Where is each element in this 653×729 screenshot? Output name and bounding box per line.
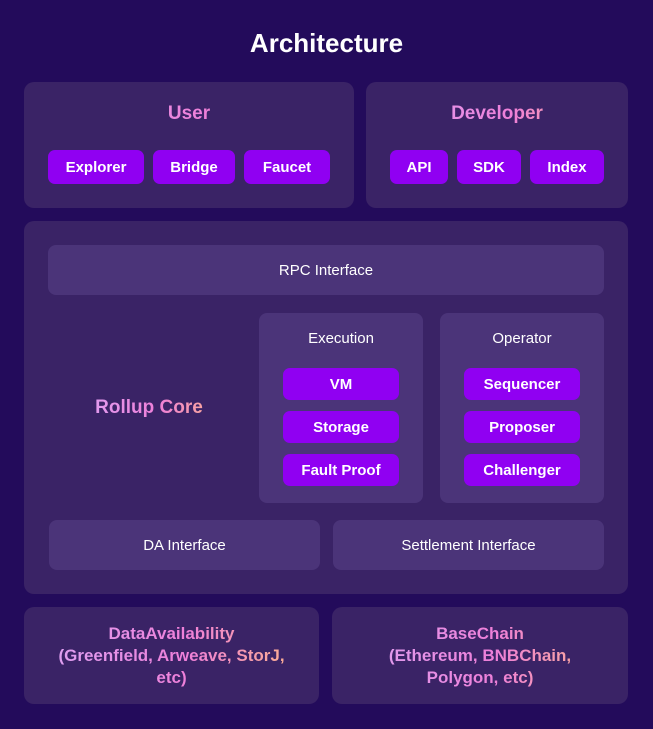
rollup-core-heading: Rollup Core <box>64 397 234 419</box>
bridge-button[interactable]: Bridge <box>153 150 235 184</box>
base-chain-title: BaseChain <box>332 623 628 645</box>
developer-panel: Developer API SDK Index <box>366 82 628 208</box>
data-availability-providers: (Greenfield, Arweave, StorJ, <box>24 645 319 667</box>
page-title: Architecture <box>249 28 404 58</box>
sdk-button[interactable]: SDK <box>457 150 521 184</box>
fault-proof-button[interactable]: Fault Proof <box>283 454 399 486</box>
operator-panel: Operator Sequencer Proposer Challenger <box>440 313 604 503</box>
user-heading: User <box>24 103 354 125</box>
rollup-core-panel: RPC Interface Rollup Core Execution VM S… <box>24 221 628 594</box>
settlement-interface: Settlement Interface <box>333 520 604 570</box>
operator-heading: Operator <box>492 329 552 347</box>
base-chain-etc: Polygon, etc) <box>332 667 628 689</box>
data-availability-etc: etc) <box>24 667 319 689</box>
api-button[interactable]: API <box>390 150 448 184</box>
index-button[interactable]: Index <box>530 150 604 184</box>
challenger-button[interactable]: Challenger <box>464 454 580 486</box>
base-chain-networks: (Ethereum, BNBChain, <box>332 645 628 667</box>
sequencer-button[interactable]: Sequencer <box>464 368 580 400</box>
execution-heading: Execution <box>308 329 374 347</box>
data-availability-panel: DataAvailability (Greenfield, Arweave, S… <box>24 607 319 704</box>
vm-button[interactable]: VM <box>283 368 399 400</box>
proposer-button[interactable]: Proposer <box>464 411 580 443</box>
developer-heading: Developer <box>366 103 628 125</box>
storage-button[interactable]: Storage <box>283 411 399 443</box>
rpc-interface: RPC Interface <box>48 245 604 295</box>
da-interface: DA Interface <box>49 520 320 570</box>
execution-panel: Execution VM Storage Fault Proof <box>259 313 423 503</box>
faucet-button[interactable]: Faucet <box>244 150 330 184</box>
user-panel: User Explorer Bridge Faucet <box>24 82 354 208</box>
explorer-button[interactable]: Explorer <box>48 150 144 184</box>
data-availability-title: DataAvailability <box>24 623 319 645</box>
base-chain-panel: BaseChain (Ethereum, BNBChain, Polygon, … <box>332 607 628 704</box>
